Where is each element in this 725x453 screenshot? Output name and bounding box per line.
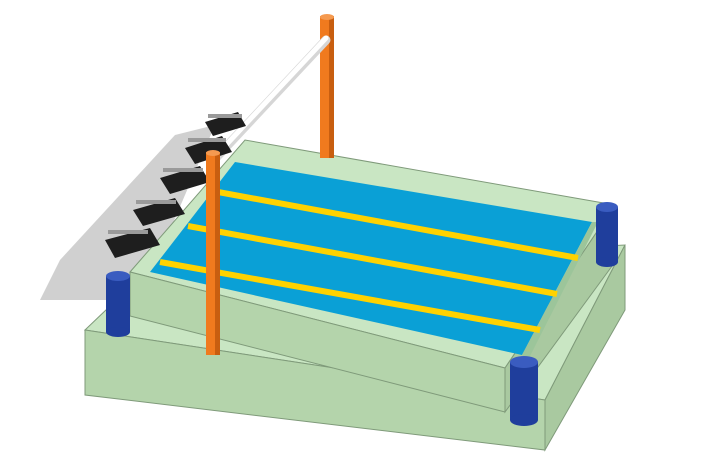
starting-block (160, 166, 210, 194)
corner-post (510, 356, 538, 426)
starting-block (205, 112, 246, 136)
lane-line (159, 259, 541, 333)
starting-block (105, 228, 160, 258)
corner-post (596, 202, 618, 267)
lane-line (187, 223, 558, 297)
pool-inner-wall (522, 222, 598, 360)
back-pole-shade (329, 16, 334, 158)
front-pole-top (206, 150, 220, 156)
corner-posts (106, 202, 618, 426)
back-pole-top (320, 14, 334, 20)
starting-blocks (105, 112, 246, 258)
lane-line (217, 189, 579, 261)
front-pole-shade (215, 152, 220, 355)
lower-base-side (544, 244, 626, 452)
lane-lines (159, 189, 579, 333)
corner-post (106, 271, 130, 337)
backstroke-bar-highlight (209, 35, 329, 163)
starting-block (185, 136, 232, 164)
starting-block (133, 198, 185, 226)
